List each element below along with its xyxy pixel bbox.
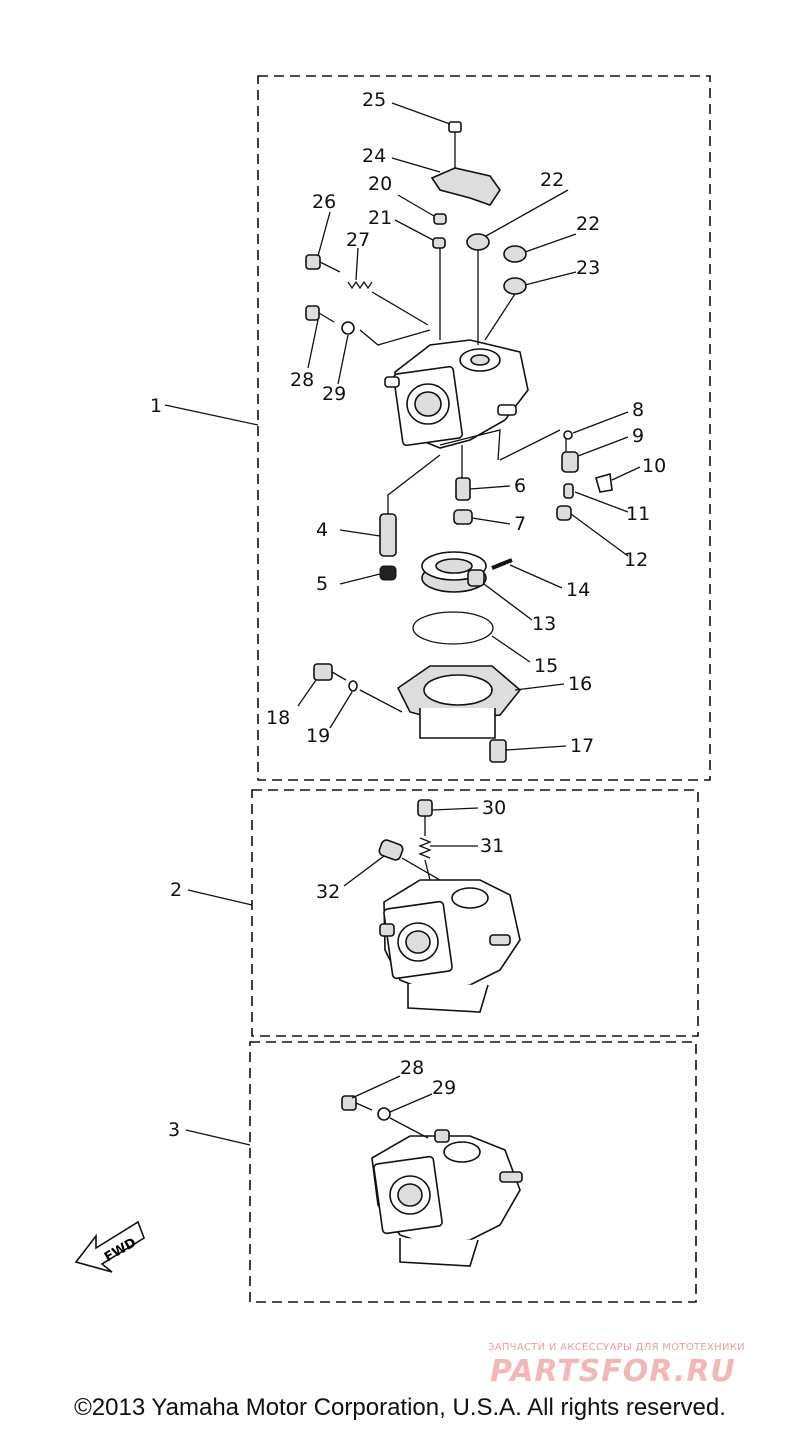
callout-6: 6 — [514, 475, 526, 497]
callout-7: 7 — [514, 513, 526, 535]
callout-3: 3 — [168, 1119, 180, 1141]
callout-13: 13 — [532, 613, 556, 635]
callout-10: 10 — [642, 455, 666, 477]
part-12-screw — [556, 505, 572, 521]
callout-19: 19 — [306, 725, 330, 747]
part-22-plug-a — [466, 233, 490, 251]
part-14-pin — [491, 558, 513, 570]
part-6-jet — [455, 477, 471, 501]
part-20-cap — [433, 213, 447, 225]
callout-1: 1 — [150, 395, 162, 417]
callout-26: 26 — [312, 191, 336, 213]
part-21-cap — [432, 237, 446, 249]
callout-28b: 28 — [400, 1057, 424, 1079]
callout-28a: 28 — [290, 369, 314, 391]
part-28-screw-b — [341, 1095, 357, 1111]
callout-12: 12 — [624, 549, 648, 571]
callout-9: 9 — [632, 425, 644, 447]
part-29-washer-a — [341, 321, 355, 335]
part-27-spring — [347, 280, 373, 290]
callout-21: 21 — [368, 207, 392, 229]
callout-27: 27 — [346, 229, 370, 251]
callout-5: 5 — [316, 573, 328, 595]
callout-14: 14 — [566, 579, 590, 601]
group-box-1 — [257, 75, 711, 781]
callout-22a: 22 — [540, 169, 564, 191]
carburetor-assembly-3 — [371, 1129, 523, 1267]
callout-11: 11 — [626, 503, 650, 525]
part-10-clip — [595, 472, 613, 493]
part-5-jet — [379, 565, 397, 581]
callout-32: 32 — [316, 881, 340, 903]
part-22-plug-b — [503, 245, 527, 263]
group-box-3 — [249, 1041, 697, 1303]
fwd-arrow-icon: FWD — [74, 1220, 145, 1273]
callout-2: 2 — [170, 879, 182, 901]
part-19-o-ring — [348, 680, 358, 692]
group-box-2 — [251, 789, 699, 1037]
callout-22b: 22 — [576, 213, 600, 235]
part-25-screw — [448, 121, 462, 150]
callout-30: 30 — [482, 797, 506, 819]
part-16-float-bowl — [396, 665, 522, 739]
part-28-screw-a — [305, 305, 335, 323]
callout-29a: 29 — [322, 383, 346, 405]
part-32-cap — [378, 839, 404, 861]
callout-25: 25 — [362, 89, 386, 111]
callout-20: 20 — [368, 173, 392, 195]
carburetor-assembly-1 — [384, 339, 529, 461]
callout-18: 18 — [266, 707, 290, 729]
part-8-o-ring — [563, 430, 573, 440]
callout-23: 23 — [576, 257, 600, 279]
callout-16: 16 — [568, 673, 592, 695]
part-17-screw — [489, 739, 507, 763]
callout-29b: 29 — [432, 1077, 456, 1099]
watermark-logo: PARTSFOR.RU — [490, 1354, 736, 1389]
part-9-needle-seat — [561, 451, 579, 473]
part-15-gasket — [412, 611, 494, 645]
callout-24: 24 — [362, 145, 386, 167]
callout-8: 8 — [632, 399, 644, 421]
part-29-washer-b — [377, 1107, 391, 1121]
part-30-screw — [417, 799, 433, 817]
part-18-screw — [313, 663, 347, 681]
callout-4: 4 — [316, 519, 328, 541]
part-13-float — [421, 551, 487, 593]
part-11-needle — [563, 483, 574, 499]
part-7-plug — [453, 509, 473, 525]
callout-15: 15 — [534, 655, 558, 677]
leader-lines — [164, 102, 641, 1146]
part-26-screw — [305, 254, 341, 273]
callout-numbers: 1 2 3 4 5 6 7 8 9 10 11 12 13 14 15 16 1… — [150, 89, 666, 1141]
part-23-plug — [503, 277, 527, 295]
watermark-tagline: ЗАПЧАСТИ И АКСЕССУАРЫ ДЛЯ МОТОТЕХНИКИ — [488, 1342, 745, 1353]
carburetor-assembly-2 — [379, 879, 521, 1013]
part-4-nozzle — [379, 513, 397, 557]
callout-31: 31 — [480, 835, 504, 857]
part-24-plate — [430, 167, 501, 206]
part-31-spring — [418, 837, 432, 859]
explosion-lines-group-1 — [359, 150, 567, 515]
callout-17: 17 — [570, 735, 594, 757]
copyright-text: ©2013 Yamaha Motor Corporation, U.S.A. A… — [74, 1394, 726, 1421]
